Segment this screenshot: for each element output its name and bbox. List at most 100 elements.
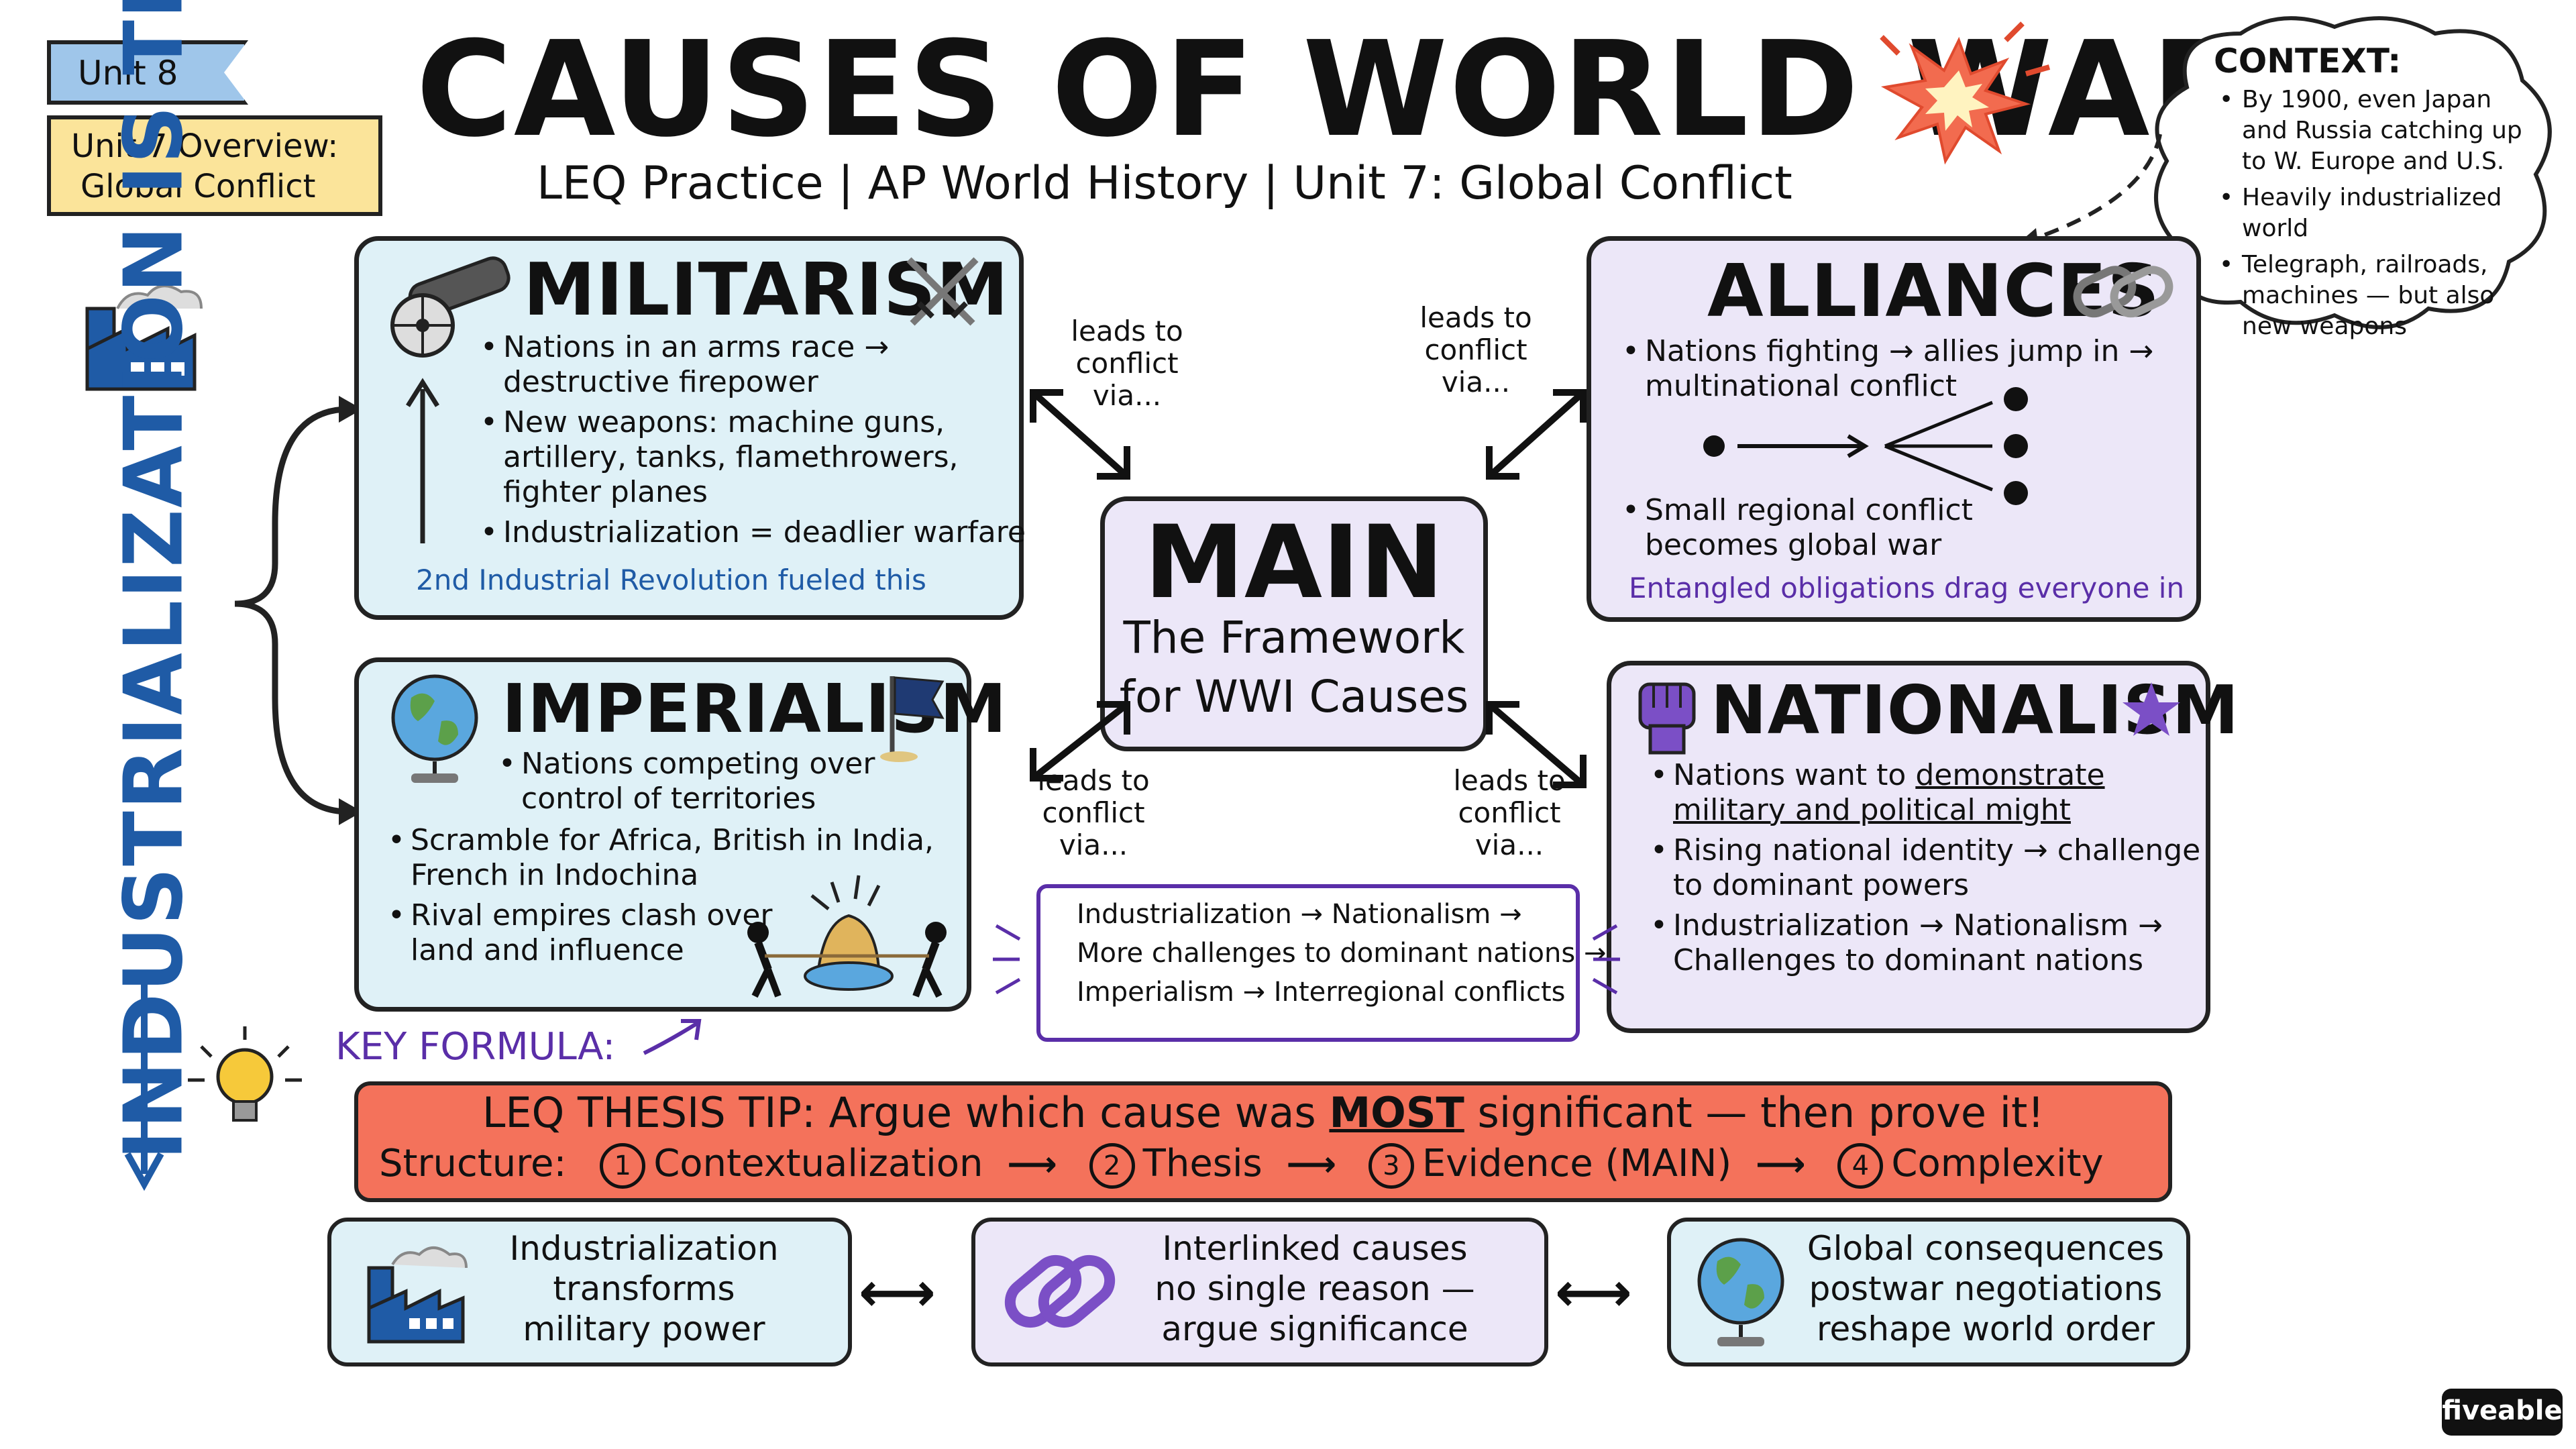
step-number: 3 <box>1368 1142 1414 1189</box>
connector-arrows <box>1030 389 1587 788</box>
alliance-spread-diagram <box>1703 387 2028 505</box>
brand-text: fiveable <box>2442 1395 2563 1426</box>
imperialism-item: Nations competing over control of territ… <box>498 747 924 816</box>
main-sub2: for WWI Causes <box>1119 671 1469 722</box>
thesis-line1: LEQ THESIS TIP: Argue which cause was MO… <box>354 1088 2172 1137</box>
alliances-note: Entangled obligations drag everyone in <box>1629 572 2185 604</box>
brand-logo: fiveable <box>2442 1389 2563 1436</box>
bottom-line2: transforms <box>553 1269 735 1308</box>
bottom-line2: no single reason — <box>1155 1269 1475 1308</box>
step-arrow-icon: ⟶ <box>1756 1144 1806 1185</box>
thesis-bar <box>354 1081 2172 1202</box>
thesis-prefix: LEQ THESIS TIP: Argue which cause was <box>482 1088 1316 1137</box>
via-label: leads to conflict via... <box>1071 315 1183 412</box>
alliances-list-bottom: Small regional conflict becomes global w… <box>1617 493 2047 568</box>
militarism-list: Nations in an arms race → destructive fi… <box>475 330 1033 555</box>
via-label: leads to conflict via... <box>1419 301 1532 398</box>
factory-icon <box>367 1246 468 1344</box>
side-bracket <box>234 396 362 825</box>
context-item: By 1900, even Japan and Russia catching … <box>2219 85 2537 177</box>
step-number: 4 <box>1837 1142 1884 1189</box>
context-heading: CONTEXT: <box>2214 42 2402 80</box>
militarism-item: New weapons: machine guns, artillery, ta… <box>480 405 1033 510</box>
militarism-item: Industrialization = deadlier warfare <box>480 515 1033 550</box>
bottom-line1: Interlinked causes <box>1162 1229 1468 1268</box>
militarism-title: MILITARISM <box>523 248 1010 332</box>
alliances-title: ALLIANCES <box>1707 250 2161 333</box>
bottom-box-interlinked <box>971 1218 1548 1366</box>
factory-icon <box>85 284 203 391</box>
nationalism-item: Rising national identity → challenge to … <box>1650 833 2223 903</box>
chain-link-icon <box>2073 266 2174 318</box>
step-label: Evidence (MAIN) <box>1421 1142 1732 1185</box>
via-label: leads to conflict via... <box>1037 764 1150 861</box>
formula-sparkle-right <box>1592 924 1620 995</box>
imperialism-list-b: Scramble for Africa, British in India, F… <box>382 823 974 973</box>
globe-icon <box>391 674 478 783</box>
imperialism-item: Scramble for Africa, British in India, F… <box>388 823 974 893</box>
bottom-connector-icon: ⟷ <box>1555 1261 1632 1324</box>
formula-label: KEY FORMULA: <box>335 1025 616 1069</box>
alliances-item: Small regional conflict becomes global w… <box>1622 493 2047 563</box>
step-label: Contextualization <box>653 1142 983 1185</box>
via-label: leads to conflict via... <box>1453 764 1566 861</box>
imperialism-item: Rival empires clash over land and influe… <box>388 898 786 968</box>
bottom-line1: Industrialization <box>509 1229 779 1268</box>
context-list: By 1900, even Japan and Russia catching … <box>2214 85 2537 347</box>
star-icon <box>2123 682 2180 736</box>
alliances-list-top: Nations fighting → allies jump in → mult… <box>1617 334 2208 409</box>
thesis-suffix: significant — then prove it! <box>1477 1088 2045 1137</box>
context-item: Heavily industrialized world <box>2219 182 2537 244</box>
explosion-icon <box>1880 21 2051 165</box>
nationalism-item-prefix: Nations want to <box>1673 758 1907 792</box>
nationalism-item: Industrialization → Nationalism → Challe… <box>1650 908 2223 978</box>
overview-line2: Global Conflict <box>80 168 316 205</box>
page-subtitle: LEQ Practice | AP World History | Unit 7… <box>537 157 1792 210</box>
step-arrow-icon: ⟶ <box>1007 1144 1057 1185</box>
up-arrow-icon <box>406 378 439 543</box>
step-label: Thesis <box>1142 1142 1263 1185</box>
bottom-line1: Global consequences <box>1807 1229 2165 1268</box>
bottom-connector-icon: ⟷ <box>859 1261 936 1324</box>
bottom-line3: reshape world order <box>1817 1309 2155 1348</box>
bottom-line3: argue significance <box>1161 1309 1468 1348</box>
cannon-icon <box>390 256 511 358</box>
tug-of-war-icon <box>747 875 947 998</box>
bottom-line3: military power <box>523 1309 765 1348</box>
structure-label: Structure: <box>379 1142 567 1185</box>
thesis-emph: MOST <box>1329 1088 1464 1137</box>
lightbulb-icon <box>188 1026 302 1122</box>
formula-box <box>1036 884 1580 1042</box>
unit-tag-text: Unit 8 <box>78 54 178 93</box>
main-box <box>1100 496 1488 751</box>
overview-line1: Unit 7 Overview: <box>71 127 339 165</box>
overview-tag: Unit 7 Overview: Global Conflict <box>47 115 382 216</box>
nationalism-item-emph: demonstrate military and political might <box>1673 758 2105 827</box>
chain-link-icon <box>1004 1254 1116 1328</box>
globe-icon <box>1697 1238 1784 1346</box>
step-number: 2 <box>1089 1142 1135 1189</box>
imperialism-list-a: Nations competing over control of territ… <box>493 747 924 822</box>
militarism-item: Nations in an arms race → destructive fi… <box>480 330 1033 400</box>
context-item: Telegraph, railroads, machines — but als… <box>2219 250 2537 342</box>
formula-line: Imperialism → Interregional conflicts <box>1077 977 1566 1008</box>
crossed-swords-icon <box>906 257 979 326</box>
unit-tag: Unit 8 <box>47 40 248 105</box>
raised-fist-icon <box>1638 682 1696 755</box>
step-arrow-icon: ⟶ <box>1286 1144 1337 1185</box>
militarism-note: 2nd Industrial Revolution fueled this <box>416 564 926 596</box>
alliances-item: Nations fighting → allies jump in → mult… <box>1622 334 2208 404</box>
step-label: Complexity <box>1891 1142 2104 1185</box>
bottom-line2: postwar negotiations <box>1809 1269 2163 1308</box>
nationalism-list: Nations want to demonstrate military and… <box>1645 758 2223 983</box>
step-number: 1 <box>600 1142 646 1189</box>
page-title: CAUSES OF WORLD WAR I <box>416 13 2351 166</box>
nationalism-item: Nations want to demonstrate military and… <box>1650 758 2223 828</box>
side-arrow <box>124 979 164 1191</box>
formula-line: Industrialization → Nationalism → <box>1077 899 1522 930</box>
main-title: MAIN <box>1144 504 1444 621</box>
formula-line: More challenges to dominant nations → <box>1077 938 1607 969</box>
formula-arrow <box>643 1019 702 1055</box>
main-sub1: The Framework <box>1123 612 1465 663</box>
